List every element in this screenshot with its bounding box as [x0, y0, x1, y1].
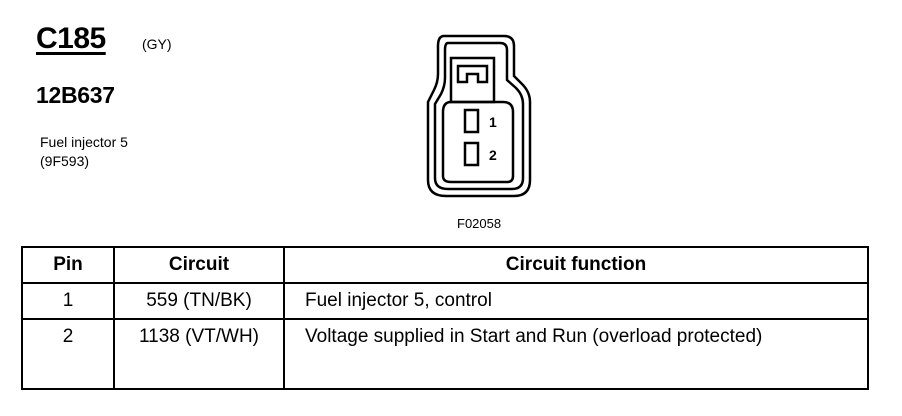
pin-2-label: 2 — [489, 147, 497, 163]
pin-cell: 1 — [21, 283, 115, 320]
column-header-circuit: Circuit — [113, 247, 285, 284]
connector-color: (GY) — [142, 36, 172, 52]
circuit-cell: 1138 (VT/WH) — [113, 319, 285, 389]
component-name: Fuel injector 5 — [40, 134, 128, 150]
table-row: 2 1138 (VT/WH) Voltage supplied in Start… — [21, 319, 869, 389]
pin-table: Pin Circuit Circuit function 1 559 (TN/B… — [21, 246, 869, 390]
connector-id: C185 — [36, 22, 106, 55]
pin-2-terminal — [463, 141, 480, 167]
pin-1-terminal — [463, 108, 480, 134]
connector-cavity — [441, 100, 515, 184]
pin-1-label: 1 — [489, 114, 497, 130]
figure-id: F02058 — [457, 216, 502, 231]
circuit-function-cell: Voltage supplied in Start and Run (overl… — [283, 319, 869, 389]
table-row: 1 559 (TN/BK) Fuel injector 5, control — [21, 283, 869, 320]
connector-latch-tab — [456, 64, 489, 84]
connector-inner-shell — [433, 41, 525, 191]
circuit-function-cell: Fuel injector 5, control — [283, 283, 869, 320]
pin-cell: 2 — [21, 319, 115, 389]
connector-outer-shell — [426, 34, 532, 198]
part-number: 12B637 — [36, 82, 115, 108]
component-code: (9F593) — [40, 153, 90, 169]
column-header-circuit-function: Circuit function — [283, 247, 869, 284]
table-header-row: Pin Circuit Circuit function — [21, 247, 869, 284]
connector-face-diagram: 1 2 — [426, 34, 532, 198]
connector-latch — [449, 56, 496, 104]
column-header-pin: Pin — [21, 247, 115, 284]
circuit-cell: 559 (TN/BK) — [113, 283, 285, 320]
